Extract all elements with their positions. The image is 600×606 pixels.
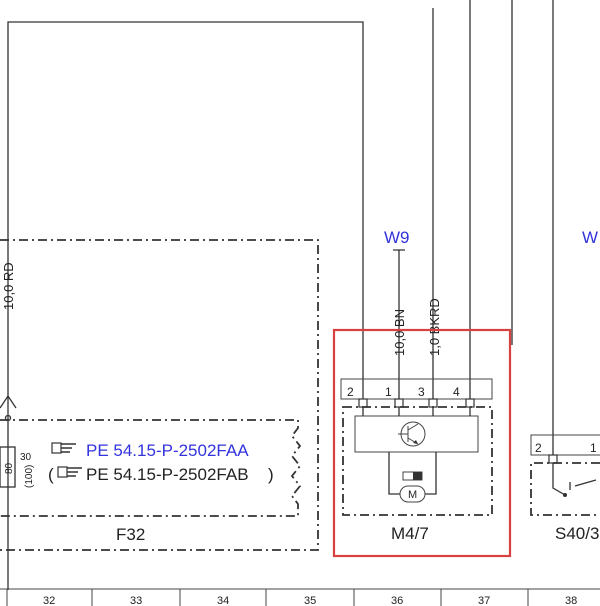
switch-indicator-icon <box>402 471 423 481</box>
wire-label-bkrd: 1,0 BKRD <box>427 298 442 356</box>
connector-w9[interactable]: W9 <box>384 228 410 247</box>
wire-bn <box>393 249 405 400</box>
grid-number: 36 <box>391 595 403 606</box>
s40-pin-header <box>530 434 600 456</box>
m47-label: M4/7 <box>391 524 429 543</box>
m47-terminals <box>358 398 475 408</box>
connector-w-right[interactable]: W <box>582 228 598 247</box>
grid-number: 32 <box>43 595 55 606</box>
grid-ruler-ticks <box>6 589 529 606</box>
s40-pin-2: 2 <box>535 441 542 455</box>
pointing-hand-icon <box>51 442 76 454</box>
ref-link-secondary[interactable]: PE 54.15-P-2502FAB <box>86 465 249 484</box>
wire-label-bn: 10,0 BN <box>392 309 407 356</box>
ref-paren-open: ( <box>48 465 54 484</box>
m47-pin-1: 1 <box>385 385 392 399</box>
fuse-value: 80 <box>4 462 15 474</box>
s40-pin-1: 1 <box>590 441 597 455</box>
switch-icon <box>552 463 597 497</box>
fuse-terminal-30: 30 <box>20 452 32 463</box>
pointing-hand-icon <box>57 466 82 478</box>
transistor-icon <box>398 421 426 447</box>
grid-number: 34 <box>217 595 229 606</box>
m47-housing <box>342 406 493 516</box>
s40-label: S40/3 <box>555 524 599 543</box>
m47-electronics-box <box>354 415 479 453</box>
m47-pin-3: 3 <box>418 385 425 399</box>
component-highlight <box>332 328 512 558</box>
fuse-terminal-100: (100) <box>24 465 35 488</box>
m47-internal-leads <box>362 407 471 416</box>
ref-paren-close: ) <box>268 465 274 484</box>
motor-icon: M <box>399 485 426 503</box>
m47-motor-leads <box>388 452 437 495</box>
m47-pin-header <box>340 378 493 400</box>
fuse-element <box>0 446 16 488</box>
fuse-terminal-symbol <box>0 394 17 409</box>
fuse-terminal-node <box>4 414 12 422</box>
grid-number: 35 <box>304 595 316 606</box>
s40-terminal <box>548 454 558 464</box>
m47-pin-4: 4 <box>453 385 460 399</box>
f32-label: F32 <box>116 525 145 544</box>
wire-label-rd: 10,0 RD <box>1 262 16 310</box>
grid-number: 38 <box>565 595 577 606</box>
grid-number: 33 <box>130 595 142 606</box>
s40-housing <box>530 462 600 516</box>
wire-rd-loop <box>7 21 364 590</box>
grid-number: 37 <box>478 595 490 606</box>
m47-pin-2: 2 <box>347 385 354 399</box>
motor-symbol: M <box>408 489 417 501</box>
ref-link-primary[interactable]: PE 54.15-P-2502FAA <box>86 441 249 460</box>
f32-enclosure <box>0 239 319 551</box>
fuse-inner-box <box>0 419 302 517</box>
